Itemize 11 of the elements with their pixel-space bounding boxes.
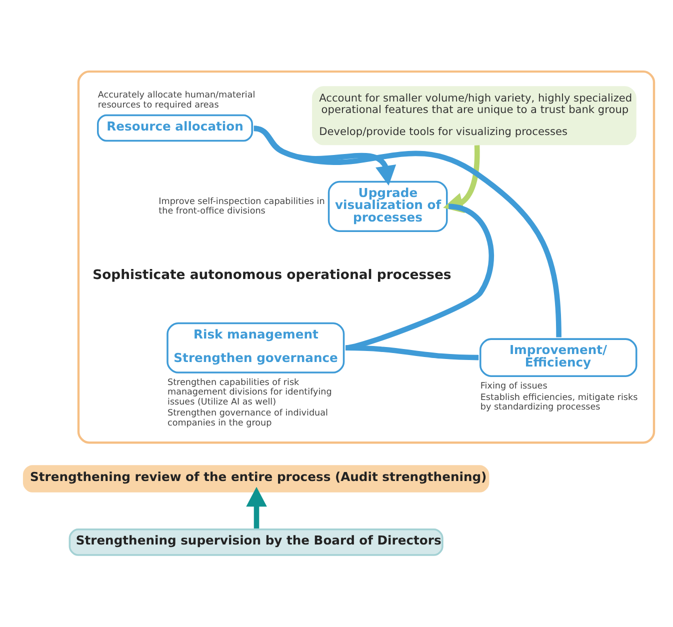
node-label: Fixing of issues bbox=[480, 381, 548, 392]
node-label: Establish efficiencies, mitigate risks by standardizing processes bbox=[480, 392, 638, 413]
connector bbox=[254, 126, 562, 338]
node-label: Strengthen governance of individual companies in the group bbox=[168, 408, 328, 428]
node-label: Strengthen capabilities of risk management divisions for identifying issues (Utilize AI as well) bbox=[168, 378, 332, 408]
node-label: Improve self-inspection capabilities in the front-office divisions bbox=[158, 196, 325, 216]
node-label: Accurately allocate human/material resources to required areas bbox=[98, 90, 256, 110]
connector bbox=[346, 345, 479, 360]
label: Sophisticate autonomous operational processes bbox=[92, 268, 452, 284]
cluster bbox=[77, 70, 656, 444]
arrow bbox=[246, 486, 267, 528]
